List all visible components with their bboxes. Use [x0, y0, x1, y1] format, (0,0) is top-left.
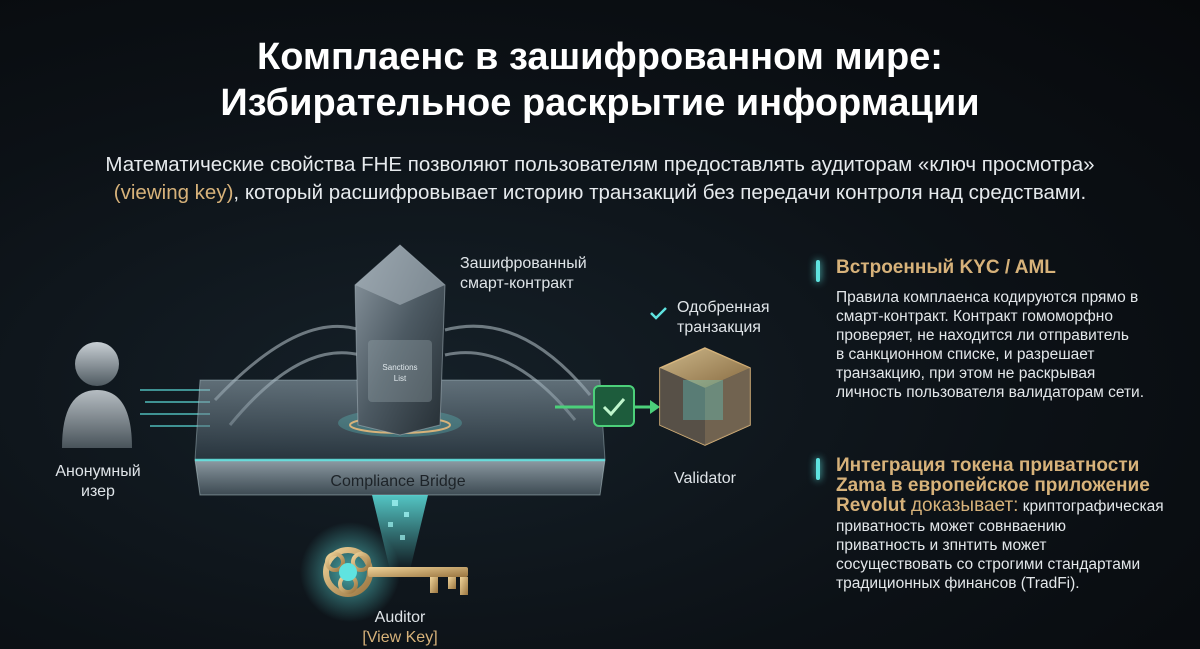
- compliance-bridge-platform: [194, 379, 606, 496]
- zama-body-first: криптографическая: [1018, 498, 1164, 515]
- bridge-label: Compliance Bridge: [330, 473, 466, 490]
- encrypted-contract-crystal-icon: Sanctions List: [338, 244, 462, 437]
- kyc-accent-bar: [816, 260, 820, 282]
- validator-label: Validator: [674, 470, 736, 487]
- user-label-line-2: изер: [81, 483, 115, 500]
- crystal-label-line-2: List: [394, 374, 407, 383]
- kyc-body-line: Правила комплаенса кодируются прямо в: [836, 289, 1139, 306]
- zama-body-line: сосуществовать со строгими стандартами: [836, 556, 1141, 573]
- kyc-body-line: проверяет, не находится ли отправитель: [836, 327, 1129, 344]
- contract-label: Зашифрованный смарт-контракт: [460, 254, 587, 294]
- zama-body-line: традиционных финансов (TradFi).: [836, 575, 1080, 592]
- auditor-label-name: Auditor: [374, 609, 426, 626]
- zama-title-line-2: Zama в европейское приложение: [836, 475, 1150, 496]
- page-title: Комплаенс в зашифрованном мире: Избирате…: [0, 34, 1200, 126]
- approval-arrow-icon: [555, 385, 660, 427]
- zama-body-line: приватность может совнваению: [836, 518, 1066, 535]
- kyc-panel: Встроенный KYC / AML Правила комплаенса …: [816, 258, 1186, 402]
- user-icon: [62, 342, 132, 448]
- zama-title-tail: доказывает:: [905, 495, 1019, 516]
- approved-check-icon: [650, 307, 667, 320]
- key-icon: [300, 522, 468, 622]
- contract-label-line-2: смарт-контракт: [460, 275, 574, 292]
- kyc-panel-body: Правила комплаенса кодируются прямо в см…: [836, 288, 1186, 402]
- kyc-body-line: транзакцию, при этом не раскрывая: [836, 365, 1096, 382]
- crystal-label-line-1: Sanctions: [382, 363, 417, 372]
- compliance-diagram: Sanctions List: [62, 244, 751, 622]
- zama-title-line-1: Интеграция токена приватности: [836, 455, 1140, 476]
- page-subtitle: Математические свойства FHE позволяют по…: [30, 151, 1170, 207]
- auditor-view-key-label: [View Key]: [362, 629, 438, 646]
- kyc-body-line: смарт-контракт. Контракт гомоморфно: [836, 308, 1113, 325]
- approved-transaction-label: Одобренная транзакция: [677, 298, 770, 338]
- zama-title-line-3: Revolut: [836, 495, 906, 516]
- user-label: Анонумный изер: [36, 462, 160, 502]
- contract-label-line-1: Зашифрованный: [460, 255, 587, 272]
- zama-panel-body: приватность может совнваению приватность…: [836, 517, 1186, 593]
- zama-body-line: приватность и зпнтить может: [836, 537, 1047, 554]
- subtitle-part-2: , который расшифровывает историю транзак…: [233, 181, 1087, 204]
- kyc-body-line: в санкционном списке, и разрешает: [836, 346, 1095, 363]
- subtitle-part-1: Математические свойства FHE позволяют по…: [105, 153, 1095, 176]
- title-line-1: Комплаенс в зашифрованном мире:: [257, 36, 943, 78]
- approved-label-line-2: транзакция: [677, 319, 761, 336]
- zama-accent-bar: [816, 458, 820, 480]
- subtitle-highlight: (viewing key): [113, 181, 234, 204]
- approved-label-line-1: Одобренная: [677, 299, 770, 316]
- auditor-label: Auditor [View Key]: [330, 608, 470, 648]
- zama-panel: Интеграция токена приватности Zama в евр…: [816, 456, 1186, 593]
- user-label-line-1: Анонумный: [55, 463, 141, 480]
- kyc-body-line: личность пользователя валидаторам сети.: [836, 384, 1145, 401]
- kyc-panel-title: Встроенный KYC / AML: [836, 257, 1056, 278]
- validator-cube-icon: [659, 347, 751, 446]
- zama-panel-title: Интеграция токена приватности Zama в евр…: [836, 456, 1186, 517]
- title-line-2: Избирательное раскрытие информации: [220, 82, 980, 124]
